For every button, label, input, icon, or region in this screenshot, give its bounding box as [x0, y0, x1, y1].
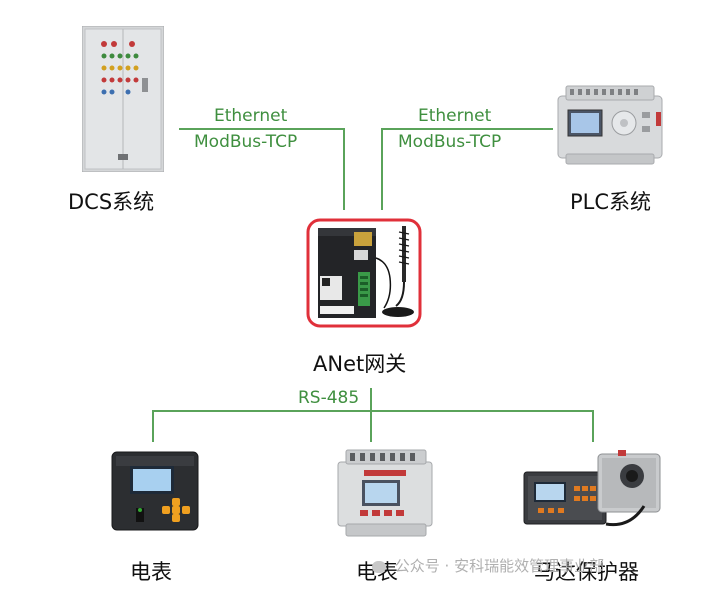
wire-dcs-horizontal	[179, 128, 345, 130]
motor-protector-label: 马达保护器	[534, 560, 639, 584]
motor-protector-image	[520, 446, 666, 530]
plc-label: PLC系统	[570, 190, 652, 214]
wire-bus-horizontal	[152, 410, 594, 412]
meter1-label: 电表	[130, 560, 172, 584]
meter2-device-image	[336, 446, 434, 538]
bus-label: RS-485	[298, 388, 360, 408]
plc-device-image	[556, 82, 664, 166]
gateway-label: ANet网关	[313, 352, 407, 376]
gateway-device-image	[306, 218, 422, 328]
wechat-icon	[372, 560, 386, 573]
wire-dcs-vertical	[343, 128, 345, 210]
dcs-cabinet-image	[81, 25, 165, 173]
wire-bus-drop-right	[592, 410, 594, 442]
watermark: 公众号 · 安科瑞能效管理事业部	[372, 555, 604, 576]
right-link-modbus: ModBus-TCP	[398, 132, 502, 152]
wire-plc-horizontal	[381, 128, 553, 130]
left-link-ethernet: Ethernet	[214, 106, 288, 126]
meter1-device-image	[110, 450, 200, 532]
wire-bus-drop-left	[152, 410, 154, 442]
wire-plc-vertical	[381, 128, 383, 210]
wire-bus-drop-middle	[370, 410, 372, 442]
wire-bus-trunk	[370, 388, 372, 412]
dcs-label: DCS系统	[68, 190, 155, 214]
right-link-ethernet: Ethernet	[418, 106, 492, 126]
left-link-modbus: ModBus-TCP	[194, 132, 298, 152]
watermark-text: 公众号 · 安科瑞能效管理事业部	[394, 557, 605, 575]
